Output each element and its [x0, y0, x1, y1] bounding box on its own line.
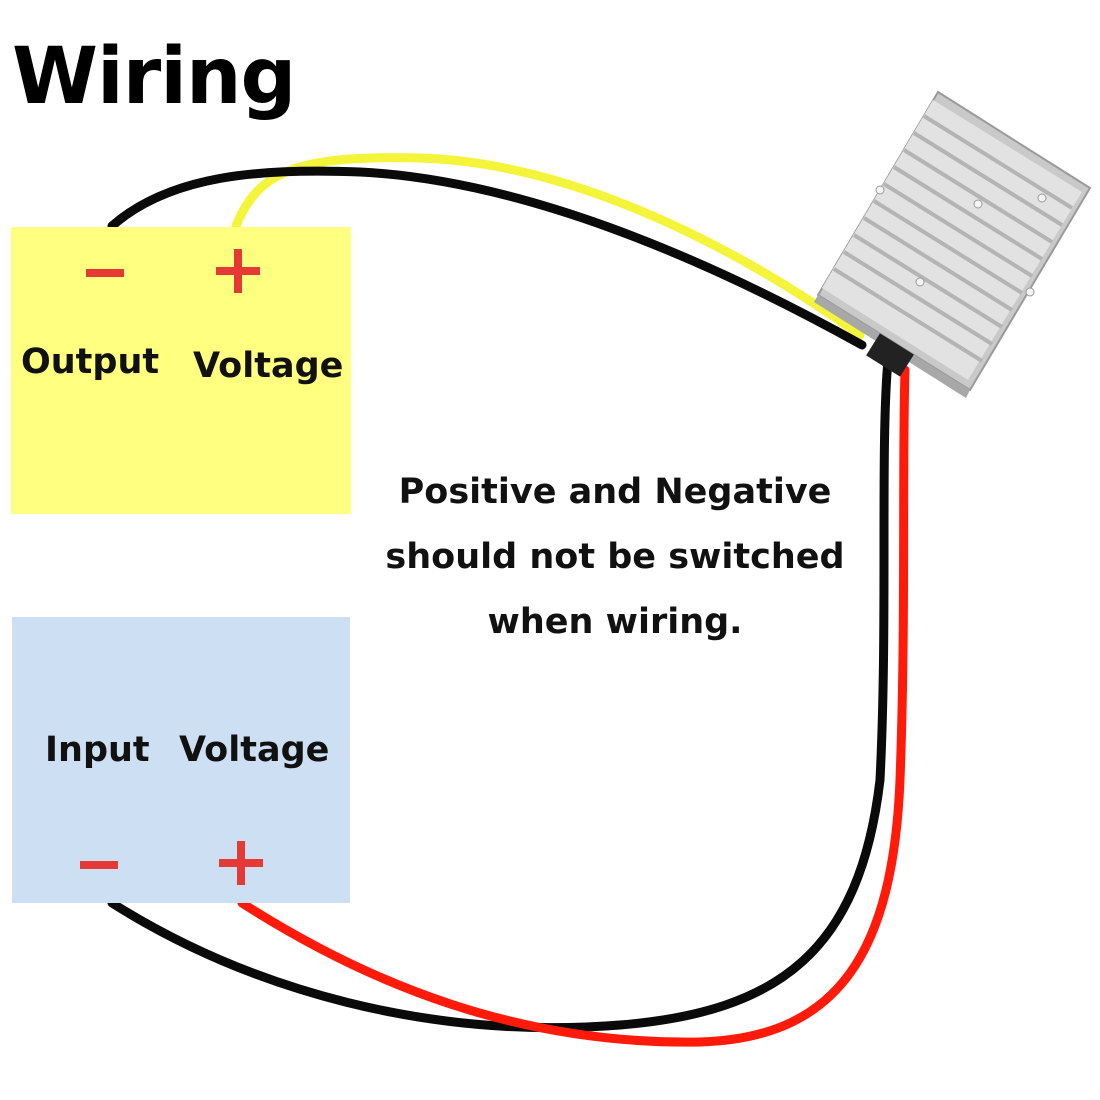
- input-label: Input: [45, 730, 150, 770]
- page-title: Wiring: [12, 32, 296, 122]
- polarity-warning-note: Positive and Negative should not be swit…: [380, 460, 850, 655]
- output-plus-sign: [216, 249, 260, 293]
- output-positive-wire: [231, 153, 865, 340]
- output-negative-wire: [107, 166, 867, 350]
- input-voltage-box: Input Voltage: [12, 617, 350, 903]
- note-line-1: Positive and Negative: [398, 472, 832, 512]
- input-positive-wire: [237, 365, 910, 1047]
- dc-converter-module-icon: [814, 90, 1092, 398]
- input-voltage-label: Voltage: [179, 730, 330, 770]
- output-minus-sign: [86, 269, 124, 277]
- input-minus-sign: [80, 861, 118, 869]
- input-negative-wire: [107, 355, 893, 1033]
- output-label: Output: [21, 342, 160, 382]
- note-line-3: when wiring.: [487, 602, 743, 642]
- input-plus-sign: [219, 841, 263, 885]
- output-voltage-box: Output Voltage: [11, 227, 351, 514]
- note-line-2: should not be switched: [385, 537, 845, 577]
- output-voltage-label: Voltage: [193, 346, 344, 386]
